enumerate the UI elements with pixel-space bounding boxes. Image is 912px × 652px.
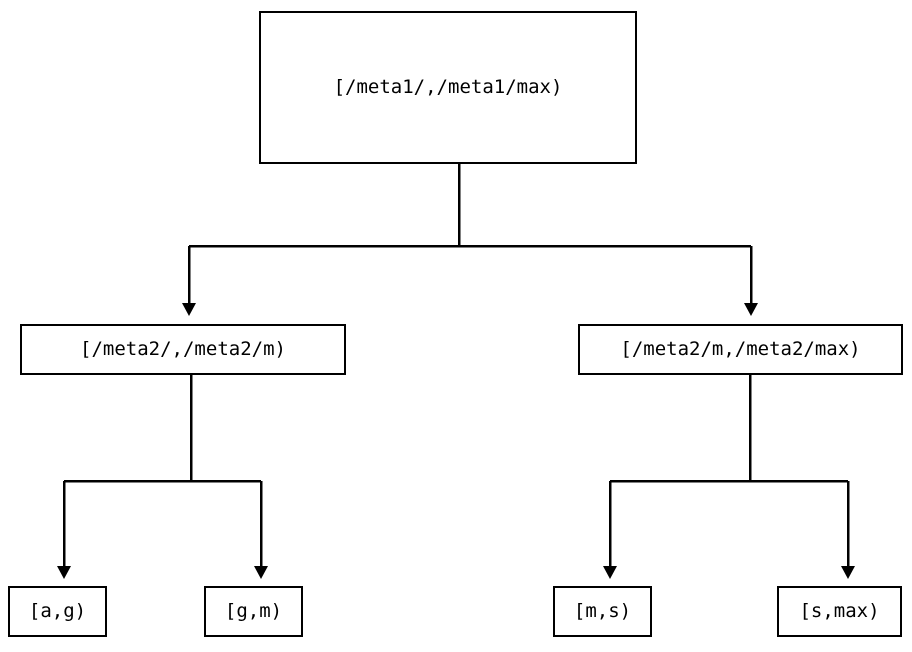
tree-node-mid-right[interactable]: [/meta2/m,/meta2/max) bbox=[578, 324, 903, 375]
tree-node-leaf-ms-label: [m,s) bbox=[573, 600, 632, 622]
tree-node-leaf-ag-label: [a,g) bbox=[28, 600, 87, 622]
tree-node-root[interactable]: [/meta1/,/meta1/max) bbox=[259, 11, 637, 164]
arrowhead-icon-leaf-ag bbox=[57, 566, 71, 579]
arrowhead-icon-leaf-smax bbox=[841, 566, 855, 579]
tree-node-leaf-ms[interactable]: [m,s) bbox=[553, 586, 652, 637]
arrowhead-icon-leaf-gm bbox=[254, 566, 268, 579]
tree-node-leaf-smax-label: [s,max) bbox=[799, 600, 880, 622]
tree-node-mid-left-label: [/meta2/,/meta2/m) bbox=[80, 338, 286, 360]
tree-node-leaf-gm[interactable]: [g,m) bbox=[204, 586, 303, 637]
arrowhead-icon-mid-left bbox=[182, 303, 196, 316]
tree-node-mid-left[interactable]: [/meta2/,/meta2/m) bbox=[20, 324, 346, 375]
tree-node-mid-right-label: [/meta2/m,/meta2/max) bbox=[620, 338, 861, 360]
tree-node-leaf-gm-label: [g,m) bbox=[224, 600, 283, 622]
tree-node-leaf-smax[interactable]: [s,max) bbox=[777, 586, 902, 637]
tree-node-root-label: [/meta1/,/meta1/max) bbox=[333, 76, 563, 98]
arrowhead-icon-leaf-ms bbox=[603, 566, 617, 579]
tree-node-leaf-ag[interactable]: [a,g) bbox=[8, 586, 107, 637]
arrowhead-icon-mid-right bbox=[744, 303, 758, 316]
